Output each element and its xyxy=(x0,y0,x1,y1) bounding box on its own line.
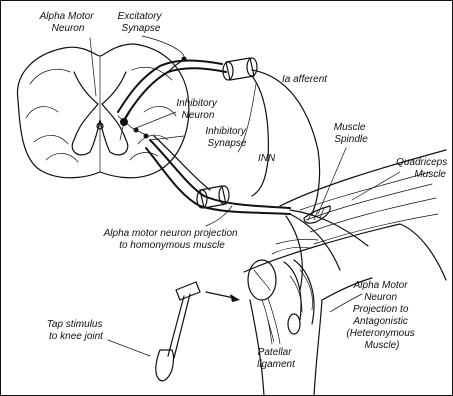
dorsal-root-cylinder xyxy=(223,58,257,80)
label-line: Muscle xyxy=(414,169,446,180)
label-ia-afferent: Ia afferent xyxy=(282,74,328,85)
label-line: Neuron xyxy=(364,292,397,303)
label-muscle-spindle: Muscle Spindle xyxy=(334,122,368,145)
label-line: Patellar xyxy=(258,347,293,358)
label-line: Synapse xyxy=(122,23,161,34)
label-line: Alpha Motor xyxy=(353,280,409,291)
label-line: to homonymous muscle xyxy=(119,240,225,251)
tap-arrow xyxy=(206,292,240,302)
label-inn: INN xyxy=(258,153,276,164)
reflex-hammer xyxy=(156,282,200,381)
label-line: Inhibitory xyxy=(205,126,247,137)
nerve-fibers xyxy=(118,57,368,291)
label-quadriceps-muscle: Quadriceps Muscle xyxy=(396,157,450,180)
label-line: to knee joint xyxy=(49,331,104,342)
label-line: Antagonistic xyxy=(352,316,407,327)
label-line: Projection to xyxy=(353,304,409,315)
label-line: Excitatory xyxy=(118,11,163,22)
label-line: Muscle) xyxy=(364,340,399,351)
label-alpha-motor-neuron: Alpha Motor Neuron xyxy=(39,11,97,34)
label-line: Muscle xyxy=(334,122,366,133)
label-line: Alpha motor neuron projection xyxy=(103,228,238,239)
label-line: (Heteronymous xyxy=(346,328,414,339)
label-alpha-projection-homonymous: Alpha motor neuron projection to homonym… xyxy=(103,228,241,251)
label-line: Quadriceps xyxy=(396,157,447,168)
label-inhibitory-synapse: Inhibitory Synapse xyxy=(205,126,248,149)
label-line: Synapse xyxy=(208,138,247,149)
label-line: Tap stimulus xyxy=(47,319,103,330)
label-excitatory-synapse: Excitatory Synapse xyxy=(118,11,165,34)
label-line: Spindle xyxy=(334,134,368,145)
label-patellar-ligament: Patellar ligament xyxy=(257,347,296,370)
label-line: Neuron xyxy=(182,110,215,121)
label-tap-stimulus: Tap stimulus to knee joint xyxy=(47,319,106,342)
label-alpha-projection-antagonistic: Alpha Motor Neuron Projection to Antagon… xyxy=(346,280,417,351)
label-line: Neuron xyxy=(52,23,85,34)
diagram-labels: Alpha Motor Neuron Excitatory Synapse Ia… xyxy=(39,11,450,370)
label-line: Alpha Motor xyxy=(39,11,95,22)
label-line: Inhibitory xyxy=(176,98,218,109)
label-inhibitory-neuron: Inhibitory Neuron xyxy=(176,98,219,121)
ventral-root-cylinder xyxy=(197,186,229,208)
label-line: ligament xyxy=(257,359,296,370)
